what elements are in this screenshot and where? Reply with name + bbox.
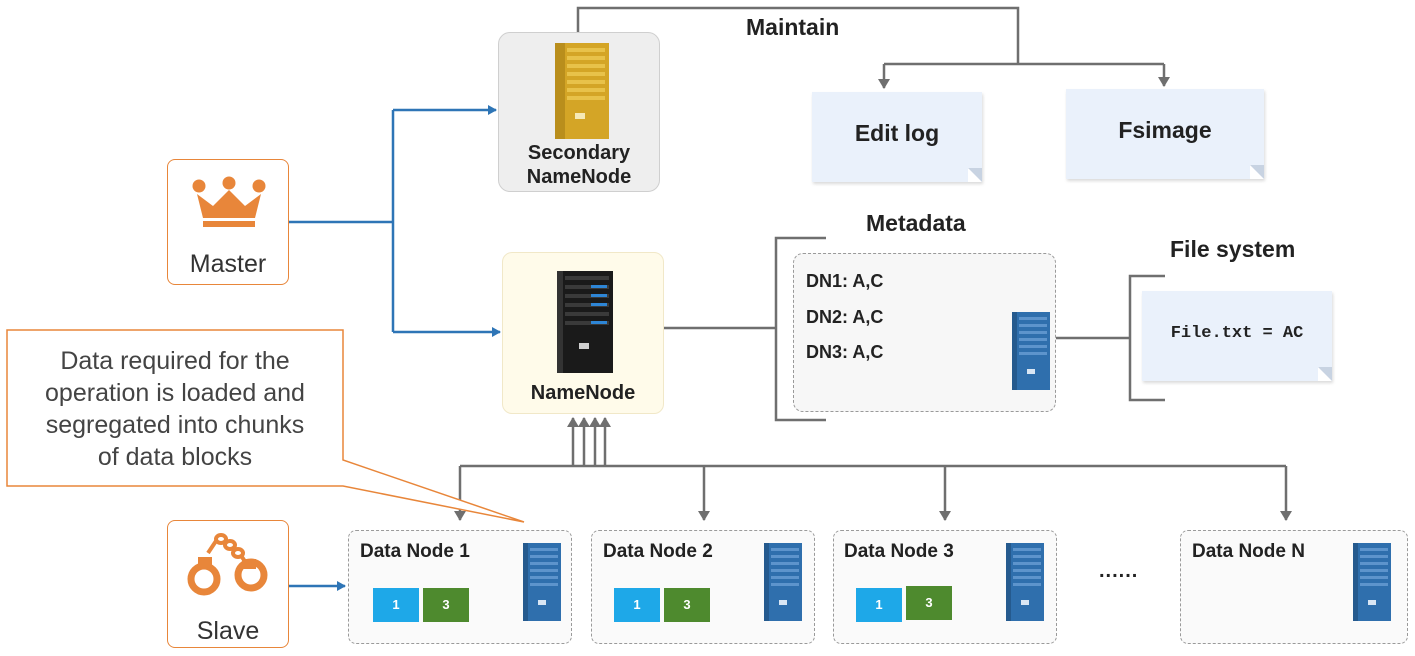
- callout-shape: [6, 329, 525, 523]
- file-system-doc[interactable]: File.txt = AC: [1142, 291, 1332, 381]
- fsimage-label: Fsimage: [1118, 117, 1212, 143]
- server-icon: [1012, 312, 1050, 390]
- slave-box[interactable]: Slave: [167, 520, 289, 648]
- page-fold: [1318, 367, 1332, 381]
- file-system-content: File.txt = AC: [1170, 324, 1304, 343]
- callout-line: Data required for the: [60, 347, 290, 375]
- callout-text: Data required for the operation is loade…: [12, 345, 338, 473]
- server-icon: [1353, 543, 1391, 621]
- data-node-label: Data Node 2: [603, 541, 713, 562]
- secondary-namenode-box[interactable]: Secondary NameNode: [498, 32, 660, 192]
- crown-icon: [192, 176, 266, 227]
- data-node-1[interactable]: Data Node 1 1 3: [348, 530, 572, 644]
- namenode-label: NameNode: [530, 382, 636, 404]
- metadata-box[interactable]: DN1: A,C DN2: A,C DN3: A,C: [793, 253, 1056, 412]
- server-icon: [1006, 543, 1044, 621]
- page-fold: [1250, 165, 1264, 179]
- filesystem-bracket: [1055, 274, 1165, 402]
- secondary-namenode-label-line2: NameNode: [526, 166, 632, 188]
- ellipsis: ......: [1099, 560, 1139, 582]
- namenode-box[interactable]: NameNode: [502, 252, 664, 414]
- data-node-label: Data Node 1: [360, 541, 470, 562]
- callout-line: segregated into chunks: [45, 411, 305, 439]
- fsimage-doc[interactable]: Fsimage: [1066, 89, 1264, 179]
- file-system-heading: File system: [1170, 236, 1296, 262]
- metadata-entry: DN1: A,C: [806, 271, 884, 291]
- callout-line: of data blocks: [97, 443, 253, 471]
- maintain-tree: [576, 6, 1170, 89]
- metadata-entry: DN3: A,C: [806, 342, 884, 362]
- slave-label: Slave: [196, 617, 260, 645]
- data-node-label: Data Node 3: [844, 541, 954, 562]
- handcuffs-icon: [187, 533, 268, 596]
- data-node-2[interactable]: Data Node 2 1 3: [591, 530, 815, 644]
- data-node-label: Data Node N: [1192, 541, 1305, 562]
- metadata-entry: DN2: A,C: [806, 307, 884, 327]
- callout-line: operation is loaded and: [45, 379, 305, 407]
- datanode-bus: [454, 417, 1292, 521]
- data-block: 3: [906, 586, 952, 620]
- data-block: 1: [614, 588, 660, 622]
- page-fold: [968, 168, 982, 182]
- server-icon: [764, 543, 802, 621]
- black-server-icon: [557, 271, 613, 373]
- master-label: Master: [189, 250, 267, 278]
- maintain-heading: Maintain: [746, 14, 840, 40]
- master-box[interactable]: Master: [167, 159, 289, 285]
- data-node-3[interactable]: Data Node 3 1 3: [833, 530, 1057, 644]
- metadata-bracket: [664, 236, 826, 422]
- secondary-namenode-label-line1: Secondary: [527, 142, 631, 164]
- data-block: 1: [856, 588, 902, 622]
- data-block: 3: [664, 588, 710, 622]
- data-node-n[interactable]: Data Node N: [1180, 530, 1408, 644]
- master-links: [288, 105, 501, 337]
- server-icon: [523, 543, 561, 621]
- data-block: 1: [373, 588, 419, 622]
- gold-server-icon: [555, 43, 609, 139]
- data-block: 3: [423, 588, 469, 622]
- edit-log-doc[interactable]: Edit log: [812, 92, 982, 182]
- edit-log-label: Edit log: [854, 120, 940, 146]
- metadata-heading: Metadata: [866, 210, 966, 236]
